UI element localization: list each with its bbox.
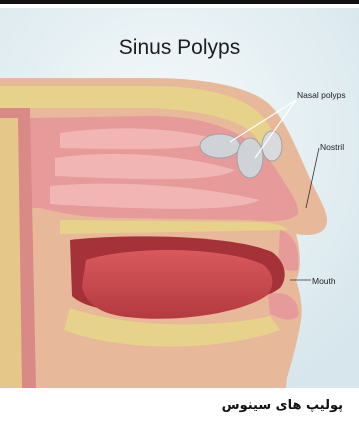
sinus-anatomy-illustration (0, 8, 359, 388)
persian-caption: پولیپ های سینوس (222, 398, 343, 413)
label-nasal-polyps: Nasal polyps (297, 90, 346, 100)
polyp-large (200, 134, 240, 158)
label-mouth: Mouth (312, 276, 336, 286)
polyp-small (262, 131, 282, 161)
label-nostril: Nostril (320, 142, 344, 152)
polyp-middle (237, 138, 263, 178)
diagram-title: Sinus Polyps (0, 36, 359, 60)
